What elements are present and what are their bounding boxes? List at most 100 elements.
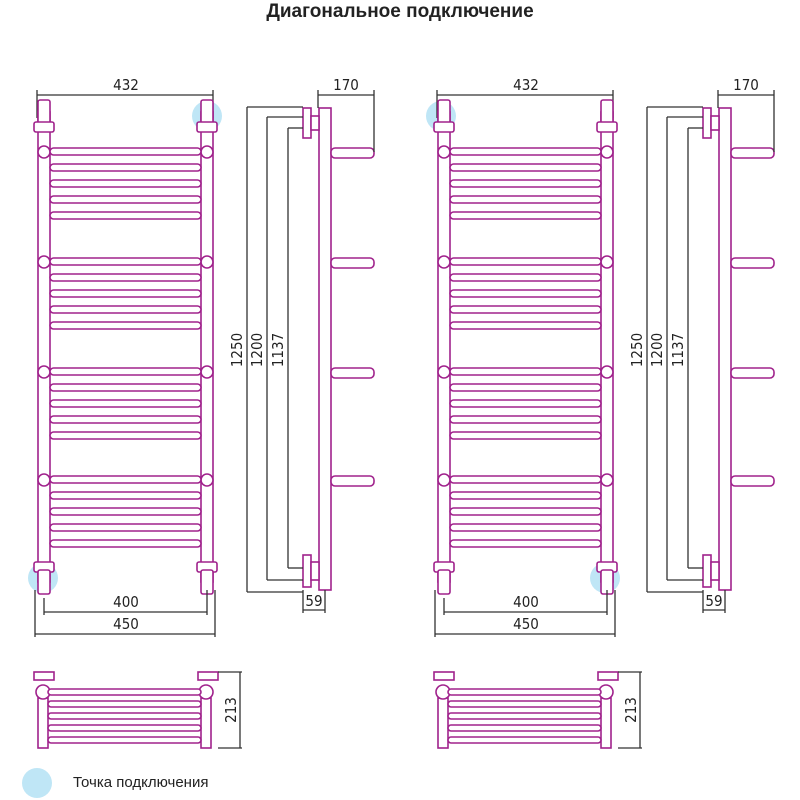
dimension-height-total: 1250 [628,333,646,367]
crossbar [449,367,602,376]
dimension-height-axis: 1137 [269,333,287,367]
right-riser [200,111,214,583]
bottom-fitting [37,569,51,595]
legend-label: Точка подключения [73,774,209,791]
crossbar [49,195,202,204]
knob [437,145,451,159]
crossbar [49,431,202,440]
side-valve [302,554,312,588]
knob [37,145,51,159]
crossbar [449,179,602,188]
top-view-cap [33,671,55,681]
crossbar [49,491,202,500]
top-view-bar [47,688,202,696]
dimension-offset: 59 [705,592,722,610]
crossbar [449,475,602,484]
fitting-nut [596,121,618,133]
top-view-bar [47,700,202,708]
crossbar [49,305,202,314]
knob [200,365,214,379]
top-view-cap [197,671,219,681]
crossbar [49,523,202,532]
top-view-post [437,697,449,749]
crossbar [449,211,602,220]
side-valve [702,554,712,588]
crossbar [49,507,202,516]
crossbar [449,415,602,424]
top-view-post [200,697,212,749]
knob [437,473,451,487]
fitting-nut [33,121,55,133]
fitting-nut [433,121,455,133]
dimension-height-2: 1200 [248,333,266,367]
dimension-axis: 400 [513,593,539,611]
top-view-cap [597,671,619,681]
crossbar [449,383,602,392]
crossbar [49,399,202,408]
side-valve-nut [310,561,320,581]
dimension-height-axis: 1137 [669,333,687,367]
left-riser [37,111,51,583]
knob [37,473,51,487]
dimension-offset: 59 [305,592,322,610]
dimension-width-bottom: 450 [513,615,539,633]
wall-bracket [330,147,375,159]
crossbar [449,305,602,314]
top-view-post [37,697,49,749]
crossbar [449,399,602,408]
crossbar [49,273,202,282]
dimension-width-top: 432 [513,76,539,94]
knob [600,145,614,159]
dimension-depth: 170 [733,76,759,94]
top-view-bar [47,712,202,720]
knob [37,255,51,269]
crossbar [449,163,602,172]
dimension-height-2: 1200 [648,333,666,367]
dimension-width-bottom: 450 [113,615,139,633]
crossbar [49,163,202,172]
knob [200,255,214,269]
knob [200,145,214,159]
wall-bracket [330,367,375,379]
knob [600,473,614,487]
knob [37,365,51,379]
right-riser [600,111,614,583]
knob [600,255,614,269]
top-view-bar [47,724,202,732]
top-view-cap [433,671,455,681]
crossbar [49,539,202,548]
top-view-bar [447,700,602,708]
page-title: Диагональное подключение [266,1,534,22]
crossbar [449,507,602,516]
knob [437,255,451,269]
top-view-bar [447,736,602,744]
crossbar [449,195,602,204]
wall-bracket [330,257,375,269]
connection-point-legend-icon [22,768,52,798]
crossbar [49,475,202,484]
crossbar [449,523,602,532]
crossbar [49,147,202,156]
crossbar [49,211,202,220]
fitting-nut [196,121,218,133]
crossbar [449,289,602,298]
knob [600,365,614,379]
crossbar [49,321,202,330]
side-valve-nut [710,115,720,131]
crossbar [449,257,602,266]
crossbar [449,431,602,440]
side-valve-nut [310,115,320,131]
knob [437,365,451,379]
side-valve [302,107,312,139]
side-riser [318,107,332,591]
wall-bracket [330,475,375,487]
crossbar [449,147,602,156]
dimension-depth: 170 [333,76,359,94]
crossbar [49,257,202,266]
dimension-axis: 400 [113,593,139,611]
side-valve-nut [710,561,720,581]
left-riser [437,111,451,583]
